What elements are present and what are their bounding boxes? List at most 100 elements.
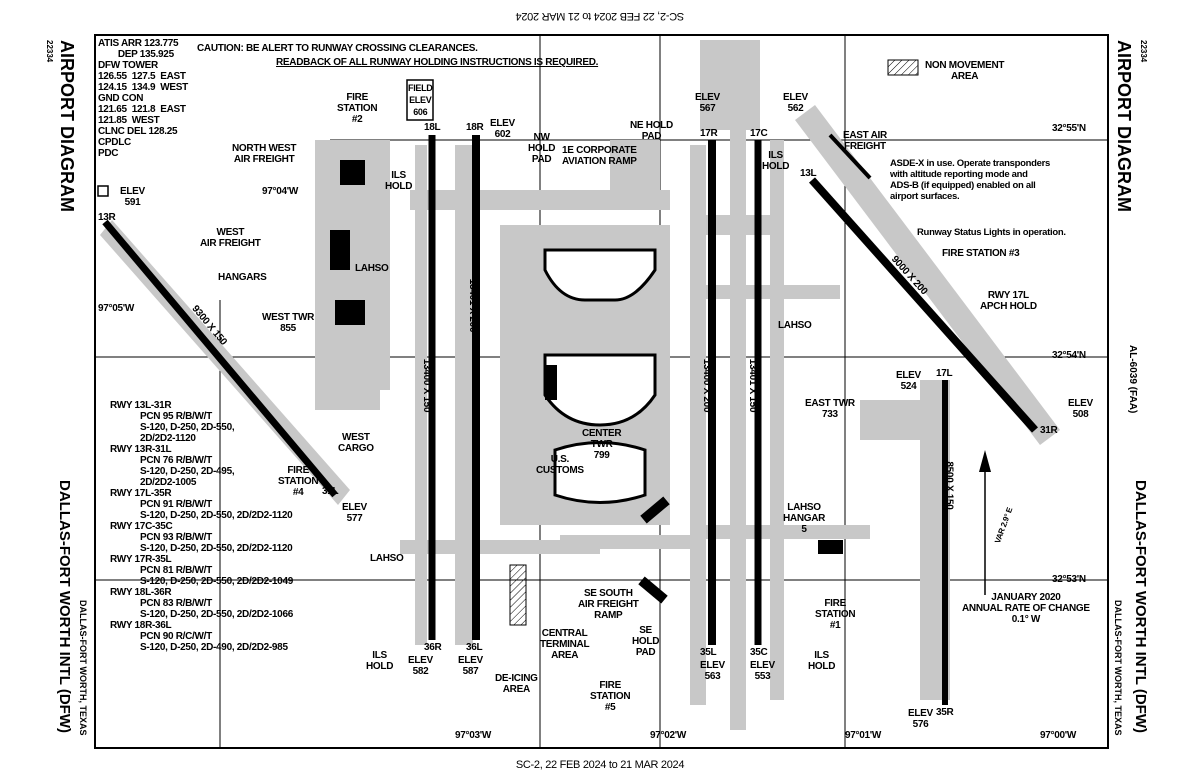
- rwy-31l-label: 31L: [322, 486, 339, 497]
- se-hold-pad: SE HOLD PAD: [632, 625, 660, 658]
- lahso-label: LAHSO: [778, 320, 812, 331]
- gnd-label: GND CON: [98, 93, 144, 104]
- fire-station-5: FIRE STATION #5: [590, 680, 631, 713]
- pdc: PDC: [98, 148, 119, 159]
- clnc-del: CLNC DEL 128.25: [98, 126, 178, 137]
- elev-577: ELEV 577: [342, 502, 367, 524]
- rwy-17c-label: 17C: [750, 128, 768, 139]
- pcn-value: PCN 76 R/B/W/T: [140, 455, 212, 466]
- ne-hold-pad: NE HOLD PAD: [630, 120, 673, 142]
- footer-date: SC-2, 22 FEB 2024 to 21 MAR 2024: [515, 759, 685, 771]
- rwy-17c-dimensions: 13401 X 150: [747, 358, 759, 413]
- gnd-east: 121.65 121.8 EAST: [98, 104, 186, 115]
- rwy-36r-label: 36R: [424, 642, 442, 653]
- runway-13l-31r: [809, 177, 1038, 433]
- title-left: AIRPORT DIAGRAM: [57, 40, 77, 212]
- deicing-area: DE-ICING AREA: [495, 673, 538, 695]
- pcn-rwy: RWY 18R-36L: [110, 620, 172, 631]
- location-left: DALLAS-FORT WORTH, TEXAS: [78, 600, 88, 736]
- se-air-freight-ramp: SE SOUTH AIR FREIGHT RAMP: [578, 588, 639, 621]
- magnetic-variation: JANUARY 2020 ANNUAL RATE OF CHANGE 0.1° …: [962, 592, 1090, 625]
- tower-label: DFW TOWER: [98, 60, 158, 71]
- east-air-freight: EAST AIR FREIGHT: [843, 130, 887, 152]
- asde-note: ASDE-X in use. Operate transponders with…: [890, 158, 1051, 202]
- east-freight-bar: [828, 133, 872, 180]
- rwy-18r-dimensions: 13401 X 200: [467, 278, 479, 333]
- chart-number-right: 22334: [1139, 40, 1148, 63]
- pcn-table: RWY 13L-31R PCN 95 R/B/W/T S-120, D-250,…: [110, 400, 293, 653]
- lat-32-55: 32°55'N: [1052, 123, 1086, 134]
- west-tower: WEST TWR 855: [262, 312, 315, 334]
- pcn-value: PCN 91 R/B/W/T: [140, 499, 212, 510]
- pcn-value: PCN 90 R/C/W/T: [140, 631, 212, 642]
- terminals: [543, 248, 657, 504]
- pcn-value: PCN 93 R/B/W/T: [140, 532, 212, 543]
- atis-dep: DEP 135.925: [98, 49, 174, 60]
- elev-587: ELEV 587: [458, 655, 483, 677]
- non-movement-legend: NON MOVEMENT AREA: [925, 60, 1005, 82]
- central-terminal-area: CENTRAL TERMINAL AREA: [540, 628, 590, 661]
- lahso-label: LAHSO: [370, 553, 404, 564]
- lahso-hangar: LAHSO HANGAR 5: [783, 502, 826, 535]
- rwy-17l-apch-hold: RWY 17L APCH HOLD: [980, 290, 1037, 312]
- pcn-load: S-120, D-250, 2D-550, 2D/2D2-1049: [140, 576, 293, 587]
- lon-97-05: 97°05'W: [98, 303, 134, 314]
- rwy-17r-dimensions: 13400 X 200: [701, 358, 713, 413]
- ils-hold: ILS HOLD: [762, 150, 790, 172]
- pcn-rwy: RWY 17L-35R: [110, 488, 172, 499]
- west-air-freight: WEST AIR FREIGHT: [200, 227, 261, 249]
- rwy-35c-label: 35C: [750, 647, 768, 658]
- pcn-value: PCN 83 R/B/W/T: [140, 598, 212, 609]
- rwy-18l-label: 18L: [424, 122, 441, 133]
- deicing-hatch: [509, 564, 527, 626]
- elev-524: ELEV 524: [896, 370, 921, 392]
- lat-32-54: 32°54'N: [1052, 350, 1086, 361]
- nw-hold-pad: NW HOLD PAD: [528, 132, 556, 165]
- rwy-13l-label: 13L: [800, 168, 817, 179]
- elev-562: ELEV 562: [783, 92, 808, 114]
- lon-97-03: 97°03'W: [455, 730, 491, 741]
- airport-name-right: DALLAS-FORT WORTH INTL (DFW): [1132, 480, 1149, 734]
- elev-553: ELEV 553: [750, 660, 775, 682]
- gnd-west: 121.85 WEST: [98, 115, 160, 126]
- pcn-load: S-120, D-250, 2D-550, 2D/2D2-1066: [140, 609, 293, 620]
- fire-station-4: FIRE STATION #4: [278, 465, 319, 498]
- north-west-air-freight: NORTH WEST AIR FREIGHT: [232, 143, 297, 165]
- rwy-31r-label: 31R: [1040, 425, 1058, 436]
- location-right: DALLAS-FORT WORTH, TEXAS: [1113, 600, 1123, 736]
- pcn-load: S-120, D-250, 2D-550, 2D/2D2-1120: [140, 422, 235, 444]
- rwy-13r-label: 13R: [98, 212, 116, 223]
- lon-97-00: 97°00'W: [1040, 730, 1076, 741]
- atis-arr: ATIS ARR 123.775: [98, 38, 179, 49]
- pcn-value: PCN 95 R/B/W/T: [140, 411, 212, 422]
- elev-563: ELEV 563: [700, 660, 725, 682]
- ils-hold: ILS HOLD: [385, 170, 413, 192]
- caution-note: CAUTION: BE ALERT TO RUNWAY CROSSING CLE…: [197, 43, 478, 54]
- pcn-rwy: RWY 13L-31R: [110, 400, 172, 411]
- lon-97-02: 97°02'W: [650, 730, 686, 741]
- lahso-label: LAHSO: [355, 263, 389, 274]
- center-tower: CENTER TWR 799: [582, 428, 622, 461]
- rwy-18l-dimensions: 13400 X 150: [421, 358, 433, 413]
- rwy-18r-label: 18R: [466, 122, 484, 133]
- comm-frequencies: ATIS ARR 123.775 DEP 135.925 DFW TOWER 1…: [98, 38, 188, 159]
- ils-hold: ILS HOLD: [808, 650, 836, 672]
- pcn-value: PCN 81 R/B/W/T: [140, 565, 212, 576]
- elev-582: ELEV 582: [408, 655, 433, 677]
- runways: [102, 133, 1038, 705]
- pcn-rwy: RWY 18L-36R: [110, 587, 172, 598]
- title-right: AIRPORT DIAGRAM: [1114, 40, 1134, 212]
- north-arrow-icon: [979, 450, 991, 595]
- fire-station-2: FIRE STATION #2: [337, 92, 378, 125]
- elev-508: ELEV 508: [1068, 398, 1093, 420]
- pcn-rwy: RWY 17R-35L: [110, 554, 172, 565]
- pcn-rwy: RWY 17C-35C: [110, 521, 173, 532]
- header-date: SC-2, 22 FEB 2024 to 21 MAR 2024: [515, 10, 685, 22]
- elev-591: ELEV 591: [120, 186, 145, 208]
- corporate-aviation-ramp: 1E CORPORATE AVIATION RAMP: [562, 145, 637, 167]
- al-number: AL-6039 (FAA): [1127, 345, 1138, 414]
- east-tower: EAST TWR 733: [805, 398, 855, 420]
- us-customs: U.S. CUSTOMS: [536, 454, 584, 476]
- pdc-d-box: [97, 185, 109, 197]
- rwy-17r-label: 17R: [700, 128, 718, 139]
